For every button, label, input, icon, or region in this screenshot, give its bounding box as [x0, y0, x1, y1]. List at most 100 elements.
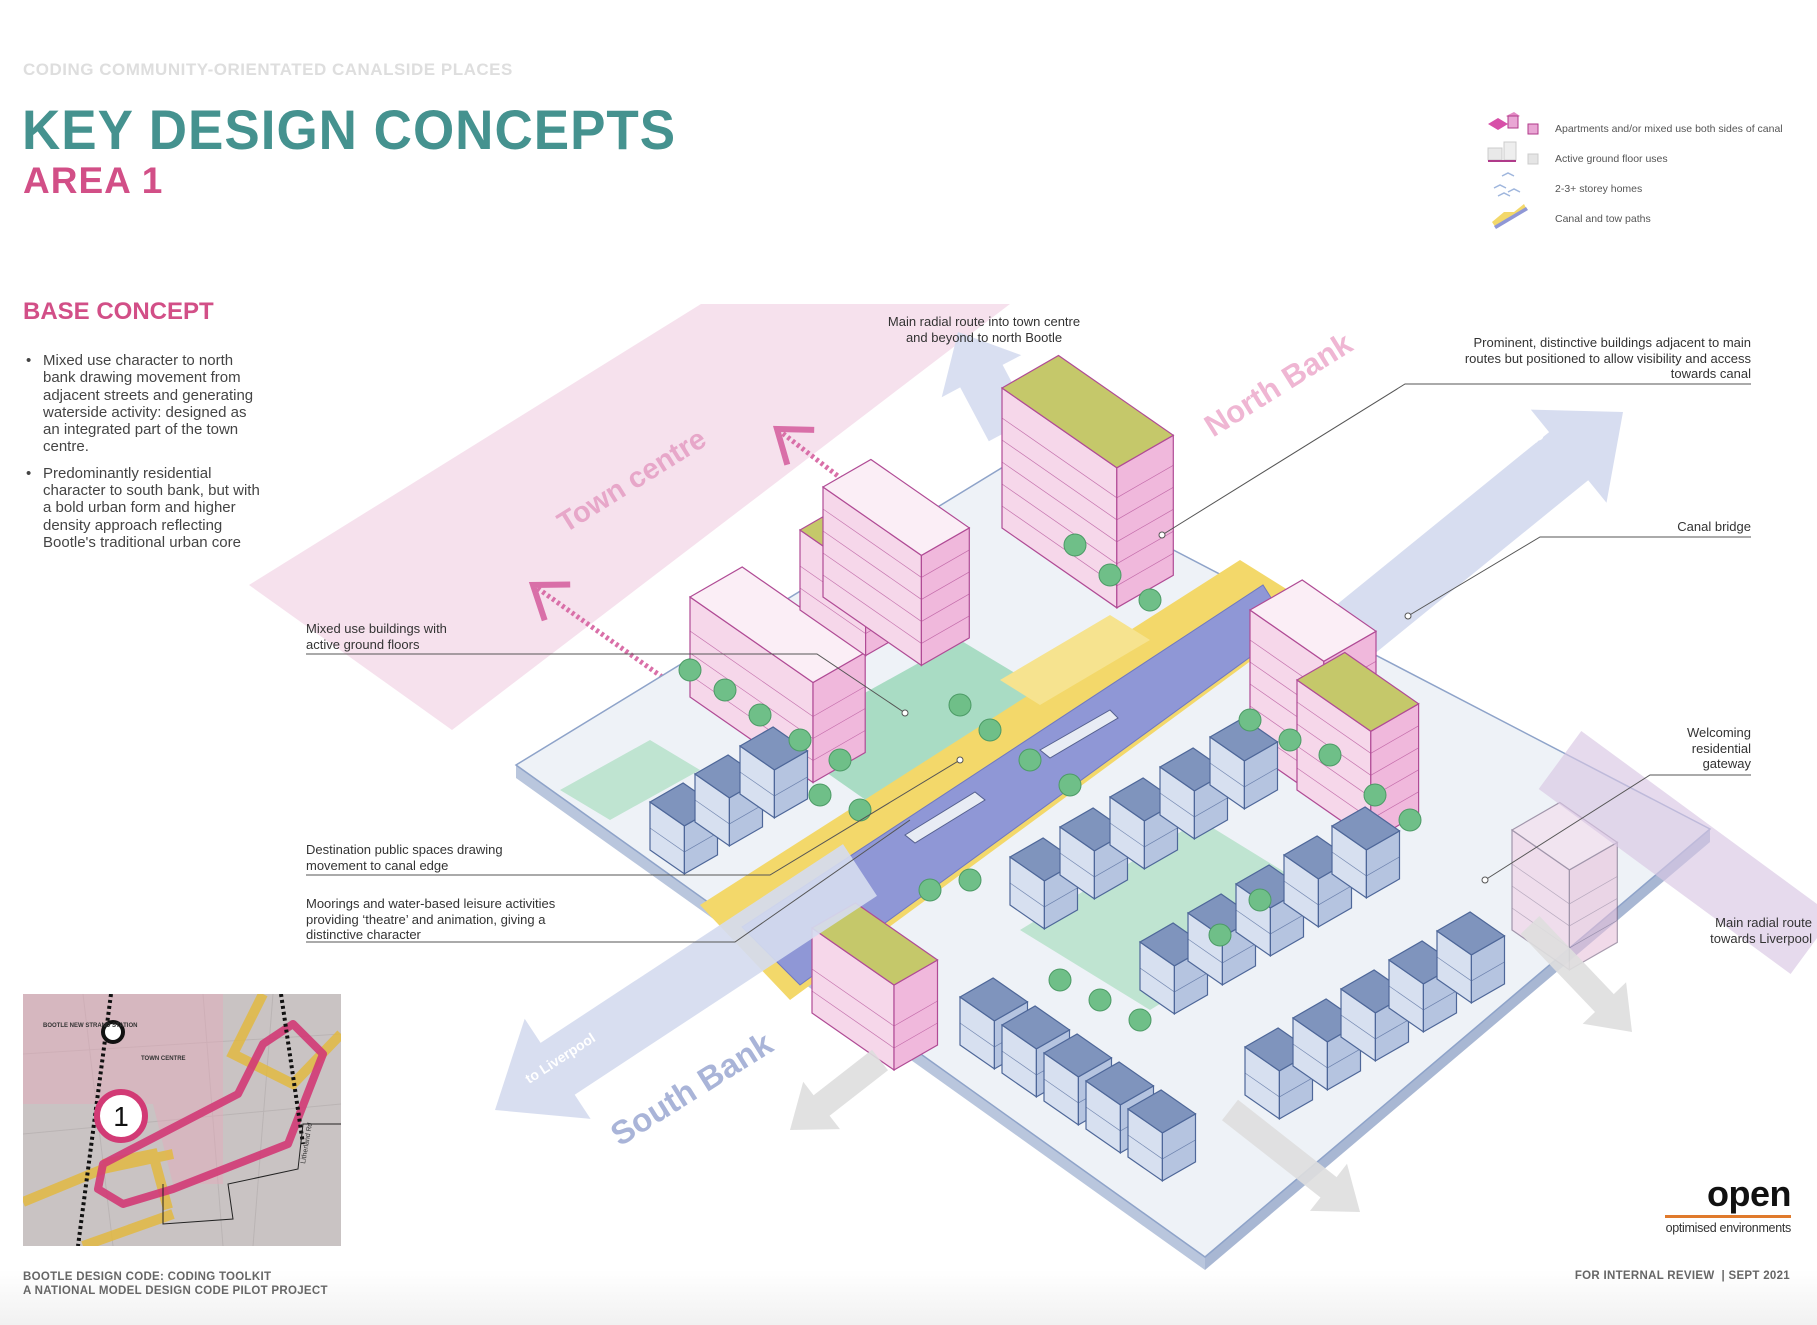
annotation-welcoming-gateway: Welcoming residential gateway: [1686, 725, 1751, 771]
town-centre-movement-arrow-head: [772, 425, 815, 466]
gateway-building-floor-line: [1511, 885, 1618, 927]
canal-icon: [1492, 204, 1528, 229]
logo-bar: [1665, 1215, 1791, 1218]
legend-label: Canal and tow paths: [1555, 213, 1651, 225]
section-heading: BASE CONCEPT: [23, 298, 214, 325]
tree-icon: [1128, 1008, 1152, 1032]
to-liverpool-arrow: [495, 844, 877, 1119]
prominent-tower-floor-line: [1001, 483, 1174, 565]
house: [1208, 717, 1279, 811]
location-map: BOOTLE NEW STRAND STATION TOWN CENTRE Li…: [23, 994, 341, 1246]
tree-icon: [1278, 728, 1302, 752]
legend-item: Active ground floor uses: [1484, 140, 1814, 170]
terraced-house-roof: [1330, 806, 1401, 851]
tree-icon: [1018, 748, 1042, 772]
narrowboat: [1039, 709, 1119, 759]
terraced-house-floor-line: [1235, 909, 1304, 935]
tree-icon: [808, 783, 832, 807]
legend-label: Apartments and/or mixed use both sides o…: [1555, 123, 1783, 135]
tree-icon: [1238, 708, 1262, 732]
footer-line-1: BOOTLE DESIGN CODE: CODING TOOLKIT: [23, 1271, 272, 1283]
tree-icon: [1208, 923, 1232, 947]
green-space: [560, 740, 700, 820]
town-centre-movement-arrow-head: [528, 581, 571, 622]
base-concept-list: Mixed use character to north bank drawin…: [23, 352, 263, 560]
town-centre-zone: [249, 304, 1010, 730]
tree-icon: [828, 748, 852, 772]
legend-label: 2-3+ storey homes: [1555, 183, 1643, 195]
house-floor-line: [1059, 852, 1128, 878]
annotation-main-radial-north: Main radial route into town centre and b…: [887, 314, 1081, 345]
terraced-house-floor-line: [1436, 956, 1505, 982]
footer-left: BOOTLE DESIGN CODE: CODING TOOLKIT A NAT…: [23, 1270, 328, 1298]
terraced-house-floor-line: [1139, 967, 1208, 993]
homes-icon: [1493, 172, 1521, 197]
prominent-tower-floor-line: [1001, 461, 1174, 543]
annotation-mixed-use: Mixed use buildings with active ground f…: [306, 621, 447, 652]
mixed-use-building-floor-line: [689, 630, 866, 717]
leader-line: [1407, 536, 1751, 617]
mixed-use-building-floor-line: [822, 574, 970, 644]
terraced-house-floor-line: [1331, 851, 1400, 877]
apartment-block-floor-line: [811, 990, 938, 1049]
page-subtitle: AREA 1: [23, 160, 164, 201]
street-connection-arrow: [1520, 916, 1632, 1032]
tree-icon: [1398, 808, 1422, 832]
footer-review-date: FOR INTERNAL REVIEW | SEPT 2021: [1574, 1270, 1790, 1282]
terraced-house-roof: [1000, 1005, 1071, 1050]
station-label: BOOTLE NEW STRAND STATION: [43, 1023, 137, 1029]
prominent-tower: [1000, 354, 1175, 609]
annotation-prominent-buildings: Prominent, distinctive buildings adjacen…: [1464, 335, 1751, 381]
tree-icon: [748, 703, 772, 727]
house-floor-line: [739, 771, 808, 797]
terraced-house: [1435, 911, 1506, 1005]
house-floor-line: [1109, 822, 1178, 848]
gateway-building-floor-line: [1511, 863, 1618, 905]
mixed-use-building-roof: [821, 458, 971, 557]
annotation-canal-bridge: Canal bridge: [1677, 519, 1751, 534]
tree-icon: [1363, 783, 1387, 807]
mixed-use-building-floor-line: [822, 530, 970, 600]
tree-icon: [713, 678, 737, 702]
prominent-building-floor-line: [1296, 701, 1419, 754]
leader-line: [1484, 774, 1751, 881]
active-ground-floor-icon: [1487, 141, 1539, 165]
legend: Apartments and/or mixed use both sides o…: [1484, 110, 1814, 230]
terraced-house-roof: [1042, 1033, 1113, 1078]
house-roof: [738, 726, 809, 771]
mixed-use-building: [821, 458, 971, 667]
main-radial-liverpool-arrow: [1538, 731, 1817, 974]
station-marker-icon: [101, 1020, 125, 1044]
area-marker: [94, 1089, 148, 1143]
street-connection-arrow: [790, 1049, 888, 1130]
terraced-house-floor-line: [1127, 1134, 1196, 1160]
leader-line: [306, 653, 906, 714]
prominent-building-roof: [1248, 579, 1378, 663]
prominent-tower-floor-line: [1001, 417, 1174, 499]
open-logo: open optimised environments: [1655, 1176, 1792, 1235]
tree-icon: [1248, 888, 1272, 912]
tree-icon: [1058, 773, 1082, 797]
terraced-house: [1330, 806, 1401, 900]
narrowboat: [904, 791, 986, 844]
legend-item: Canal and tow paths: [1484, 200, 1814, 230]
annotation-leaders: [306, 383, 1751, 943]
mixed-use-building-floor-line: [822, 508, 970, 578]
house-floor-line: [1209, 762, 1278, 788]
tree-icon: [948, 693, 972, 717]
terraced-house-roof: [1126, 1089, 1197, 1134]
prominent-building-roof: [1295, 651, 1420, 733]
legend-item: Apartments and/or mixed use both sides o…: [1484, 110, 1814, 140]
prominent-tower-roof: [1000, 354, 1175, 469]
terraced-house-floor-line: [1292, 1043, 1361, 1069]
leader-line: [306, 819, 911, 943]
green-space: [1020, 820, 1330, 1010]
public-square: [1000, 615, 1150, 705]
terraced-house-floor-line: [1283, 880, 1352, 906]
page-title: KEY DESIGN CONCEPTS: [22, 99, 677, 162]
apartment-block: [810, 902, 939, 1072]
town-centre-movement-arrow: [531, 582, 674, 687]
mixed-use-building-floor-line: [689, 674, 866, 761]
tree-icon: [678, 658, 702, 682]
house-floor-line: [649, 827, 718, 853]
